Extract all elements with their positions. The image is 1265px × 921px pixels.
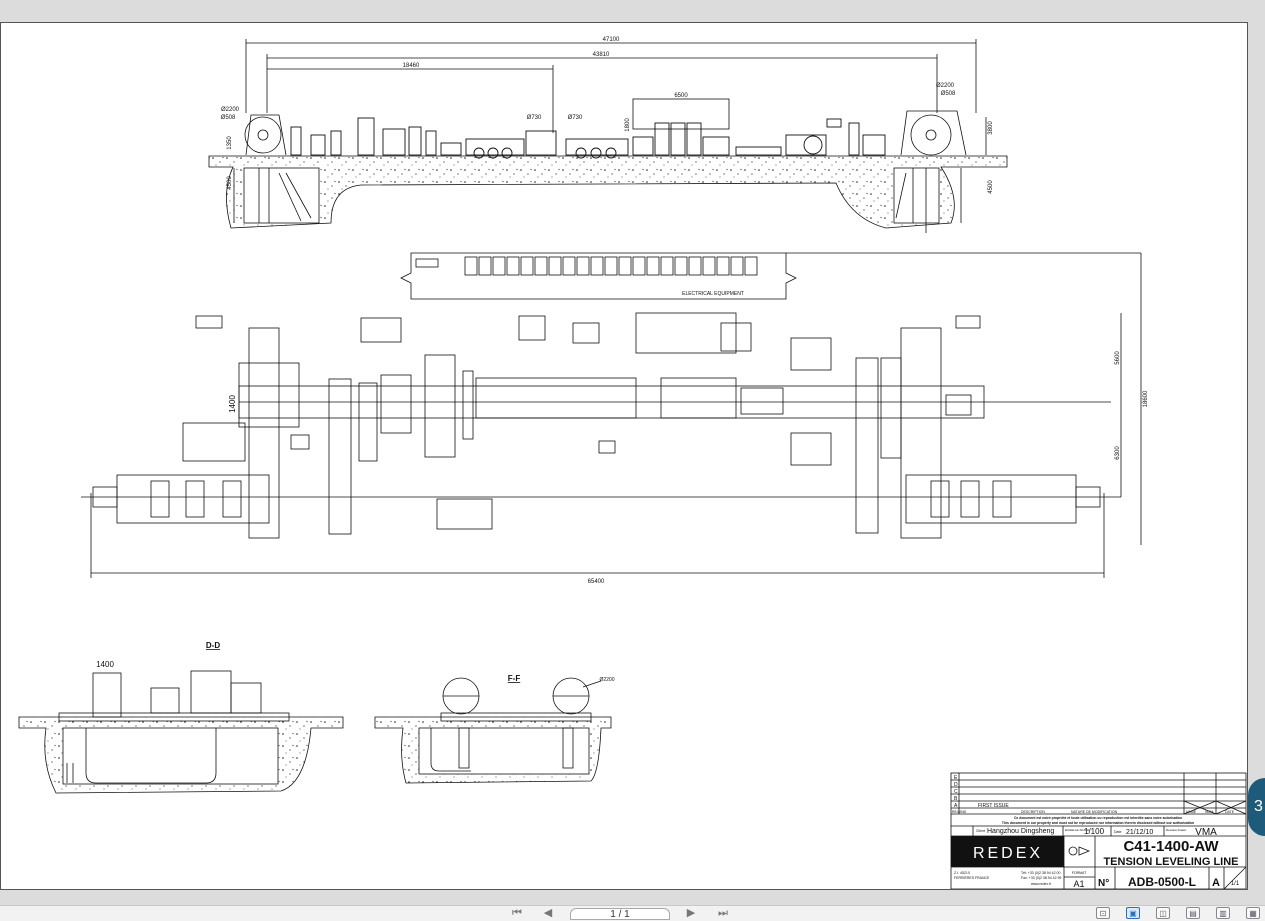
dim-strip-width: 1400 xyxy=(228,395,237,413)
header-description: DESCRIPTION xyxy=(1021,810,1045,814)
dim-right-pit: 4500 xyxy=(988,180,994,194)
scale-label: ECHELLE SCALE xyxy=(1065,828,1089,832)
zoom-icon[interactable]: ◫ xyxy=(1156,907,1170,919)
cabinet-modules xyxy=(464,256,758,276)
fit-width-icon[interactable]: ⊡ xyxy=(1096,907,1110,919)
header-nom: NOM xyxy=(1205,810,1213,814)
drawn-label: Dessiné Drawn xyxy=(1166,828,1187,832)
scale-value: 1/100 xyxy=(1084,827,1105,836)
header-nature: NATURE DE MODIFICATION xyxy=(1071,810,1118,814)
format-value: A1 xyxy=(1073,879,1084,889)
title-block-frame xyxy=(950,772,1247,889)
first-page-icon[interactable]: ⏮ xyxy=(512,907,522,919)
web-address: www.redex.fr xyxy=(1031,882,1052,886)
revision-letter: A xyxy=(1212,877,1220,889)
dim-left-bore: Ø508 xyxy=(221,115,236,121)
rev-index-e: E xyxy=(954,775,958,781)
fit-page-icon[interactable]: ▣ xyxy=(1126,907,1140,919)
rev-index-b: B xyxy=(954,796,958,802)
dim-right-total: 18600 xyxy=(1143,390,1149,407)
ownership-notice-fr: Ce document est notre propriété et toute… xyxy=(1014,816,1182,820)
section-dd xyxy=(18,670,344,794)
dim-tower: 1800 xyxy=(625,118,631,132)
dim-overall-elevation: 47100 xyxy=(603,37,620,43)
plan-dimension-labels: 65400 1400 18600 5600 6300 xyxy=(228,351,1149,585)
section-ff xyxy=(374,677,612,784)
date-value: 21/12/10 xyxy=(1126,829,1153,836)
two-page-icon[interactable]: ▥ xyxy=(1216,907,1230,919)
elevation-view xyxy=(208,39,1008,233)
section-dd-title: D-D xyxy=(206,641,220,650)
dim-roll-a: Ø730 xyxy=(527,115,542,121)
single-page-icon[interactable]: ▤ xyxy=(1186,907,1200,919)
dim-right-lower: 6300 xyxy=(1115,446,1121,460)
last-page-icon[interactable]: ⏭ xyxy=(718,907,728,919)
dim-right-height: 3800 xyxy=(988,121,994,135)
rev-text-a: FIRST ISSUE xyxy=(978,803,1009,809)
fax: Fax: +33 (0)2 38 94 42 99 xyxy=(1021,876,1061,880)
address-line-1: Z.I. 45210 xyxy=(954,871,970,875)
date-label: Date xyxy=(1114,830,1121,834)
dim-span-elevation: 43810 xyxy=(593,52,610,58)
drawn-initials: VMA xyxy=(1195,827,1217,838)
drawing-code: C41-1400-AW xyxy=(1123,838,1219,855)
dim-overall-plan: 65400 xyxy=(588,579,605,585)
dim-mid-section: 6500 xyxy=(674,93,688,99)
section-ff-dim: Ø2200 xyxy=(599,677,614,683)
rev-index-a: A xyxy=(954,803,958,809)
header-indice: REV/IND xyxy=(952,810,967,814)
company-logo-panel xyxy=(951,836,1064,867)
elevation-dimension-labels: 47100 43810 18460 6500 Ø2200 Ø508 Ø2200 … xyxy=(221,37,994,194)
drawing-sheet: 47100 43810 18460 6500 Ø2200 Ø508 Ø2200 … xyxy=(0,22,1248,890)
client-label: Client xyxy=(976,829,985,833)
prev-page-icon[interactable]: ◀ xyxy=(543,907,553,919)
dim-left-coil: Ø2200 xyxy=(221,107,240,113)
line-name: TENSION LEVELING LINE xyxy=(1103,856,1238,868)
scroll-mode-icon[interactable]: ▦ xyxy=(1246,907,1260,919)
viewer-toolbar: ⏮ ◀ 1 / 1 ▶ ⏭ ⊡ ▣ ◫ ▤ ▥ ▦ xyxy=(0,905,1265,921)
title-block-text: E D C B A FIRST ISSUE REV/IND DESCRIPTIO… xyxy=(952,775,1240,889)
plan-view xyxy=(81,312,1122,578)
electrical-cabinet-row xyxy=(400,252,1142,545)
dim-roll-b: Ø730 xyxy=(568,115,583,121)
dim-left-pit: 4500 xyxy=(227,176,233,190)
drawing-number: ADB-0500-L xyxy=(1128,875,1196,889)
rev-index-d: D xyxy=(954,782,958,788)
dim-right-coil: Ø2200 xyxy=(936,83,955,89)
company-name: REDEX xyxy=(973,845,1043,862)
rev-index-c: C xyxy=(954,789,958,795)
client-name: Hangzhou Dingsheng xyxy=(987,828,1054,835)
number-prefix: N° xyxy=(1098,878,1109,889)
technical-drawing: 47100 43810 18460 6500 Ø2200 Ø508 Ø2200 … xyxy=(18,37,1247,889)
header-name: NAME xyxy=(1186,810,1197,814)
electrical-equipment-label: ELECTRICAL EQUIPMENT xyxy=(682,291,744,297)
section-dd-dim: 1400 xyxy=(96,660,114,669)
ownership-notice-en: This document is our property and must n… xyxy=(1002,821,1194,825)
dim-left-section: 18460 xyxy=(403,63,420,69)
dim-left-height: 1350 xyxy=(227,136,233,150)
sheet-count: 1/1 xyxy=(1231,881,1240,887)
dim-right-upper: 5600 xyxy=(1115,351,1121,365)
page-number-input[interactable]: 1 / 1 xyxy=(570,908,670,920)
phone: Tél: +33 (0)2 38 94 42 00 xyxy=(1021,871,1060,875)
floating-assistant-button[interactable]: 3 xyxy=(1248,778,1265,836)
format-label: FORMAT xyxy=(1072,871,1087,875)
header-date: DATE xyxy=(1225,810,1235,814)
dim-right-bore: Ø508 xyxy=(941,91,956,97)
address-line-2: FERRIÈRES FRANCE xyxy=(954,875,990,880)
next-page-icon[interactable]: ▶ xyxy=(686,907,696,919)
section-ff-title: F-F xyxy=(508,674,521,683)
